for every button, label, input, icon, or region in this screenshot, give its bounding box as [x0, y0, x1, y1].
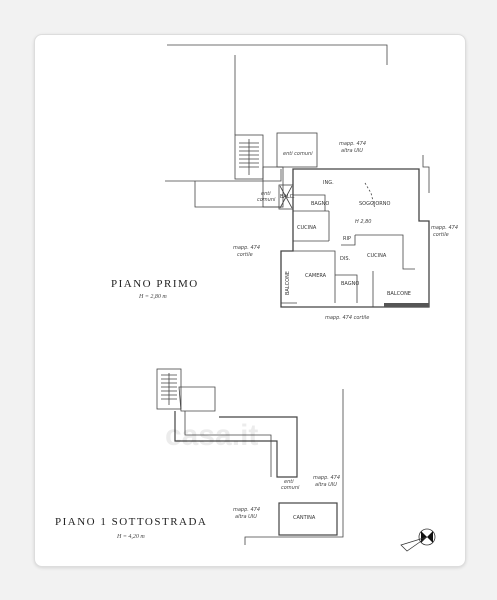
corridor-inner	[184, 411, 272, 477]
balcony-right-fill	[384, 303, 429, 307]
label-rip: RIP	[343, 236, 351, 242]
wall-closet	[341, 235, 356, 246]
label-mapp-cortile-bottom: mapp. 474 cortile	[325, 315, 369, 321]
label-altra-uiu-top: altra UIU	[341, 148, 363, 154]
label-balc: BALC.	[280, 194, 295, 200]
label-altra-1: altra UIU	[315, 482, 337, 488]
floor-height-primo: H = 2,80 m	[138, 294, 167, 300]
label-soggiorno: SOGGIORNO	[359, 201, 390, 207]
wall-line-left	[165, 169, 282, 182]
label-enti-left: enti	[261, 191, 271, 197]
label-mapp-cortile-left: mapp. 474	[233, 245, 260, 251]
cantina-outline	[278, 502, 338, 536]
balcony-left-rail	[280, 251, 297, 304]
common-area-top	[276, 132, 318, 168]
staircase-icon-lower	[156, 368, 182, 410]
label-enti-comuni-top: enti comuni	[283, 151, 313, 157]
label-dis: DIS.	[340, 256, 350, 262]
label-camera: CAMERA	[305, 273, 327, 279]
boundary-line-top	[167, 44, 388, 65]
label-mapp-2: mapp. 474	[233, 507, 260, 513]
wall-bathroom-1	[293, 194, 326, 211]
floor-title-sottostrada: PIANO 1 SOTTOSTRADA	[55, 516, 207, 528]
label-bagno-1: BAGNO	[311, 201, 329, 207]
label-ing: ING.	[323, 180, 334, 186]
corridor-outline	[174, 411, 298, 478]
label-enti-lower: enti	[284, 479, 294, 485]
floorplan-drawing: enti comuni mapp. 474 altra UIU enti com…	[55, 44, 458, 552]
label-comuni-lower: comuni	[281, 485, 300, 491]
label-balcone-1: BALCONE	[285, 271, 291, 295]
wall-kitchen-2	[355, 234, 415, 270]
label-bagno-2: BAGNO	[341, 281, 359, 287]
label-cucina-2: CUCINA	[367, 253, 387, 259]
label-mapp-1: mapp. 474	[313, 475, 340, 481]
label-cantina: CANTINA	[293, 515, 316, 521]
label-altra-2: altra UIU	[235, 514, 257, 520]
wall-line-right	[422, 155, 430, 193]
watermark: casa.it	[165, 419, 258, 452]
wall-bedroom	[293, 250, 336, 303]
floor-height-sottostrada: H = 4,20 m	[116, 533, 145, 540]
common-area-left	[262, 166, 284, 208]
label-cortile-left: cortile	[237, 252, 253, 258]
label-comuni-left: comuni	[257, 197, 276, 203]
floorplan-card: enti comuni mapp. 474 altra UIU enti com…	[34, 34, 466, 567]
boundary-line-lower	[244, 389, 344, 545]
label-mapp-top: mapp. 474	[339, 141, 366, 147]
label-cortile-right: cortile	[433, 232, 449, 238]
wall-line-left-lower	[194, 181, 279, 208]
north-arrow-icon	[400, 528, 436, 552]
label-cucina-1: CUCINA	[297, 225, 317, 231]
label-h-280: H 2,80	[355, 219, 371, 225]
wall-bathroom-2	[335, 274, 358, 303]
staircase-icon	[234, 134, 264, 180]
landing-lower	[178, 386, 216, 412]
balcony-cross	[279, 185, 293, 209]
floor-title-primo: PIANO PRIMO	[111, 278, 199, 290]
label-mapp-cortile-right: mapp. 474	[431, 225, 458, 231]
label-balcone-2: BALCONE	[387, 291, 411, 297]
